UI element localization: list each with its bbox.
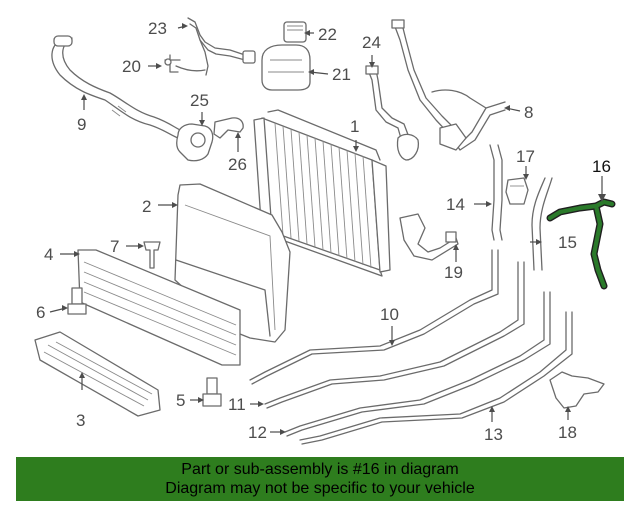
leader-arrows: [62, 23, 606, 435]
info-banner: Part or sub-assembly is #16 in diagram D…: [16, 457, 624, 501]
part-5-bolt[interactable]: [202, 377, 222, 407]
callout-13: 13: [484, 425, 503, 444]
callout-18: 18: [558, 423, 577, 442]
banner-line-2: Diagram may not be specific to your vehi…: [165, 480, 475, 497]
part-11-tube[interactable]: [264, 261, 525, 409]
callout-26: 26: [228, 155, 247, 174]
part-16-highlighted-hose[interactable]: [546, 198, 616, 290]
callout-9: 9: [77, 115, 86, 134]
part-21-expansion-tank[interactable]: [261, 44, 311, 91]
part-6-bolt[interactable]: [67, 287, 87, 315]
part-9-upper-hose[interactable]: [51, 35, 181, 139]
part-12-tube[interactable]: [284, 291, 551, 437]
callout-1: 1: [350, 117, 359, 136]
callout-10: 10: [380, 305, 399, 324]
part-25-housing[interactable]: [176, 123, 214, 162]
callout-5: 5: [176, 391, 185, 410]
callout-14: 14: [446, 195, 465, 214]
part-15-hose[interactable]: [531, 177, 553, 271]
parts-diagram: 23 22 20 21 24 8 9 25 1 26 2 17 14 15 16…: [34, 17, 616, 445]
callout-24: 24: [362, 33, 381, 52]
part-22-reservoir-cap[interactable]: [283, 21, 307, 43]
part-20-fitting[interactable]: [164, 54, 206, 73]
part-23-bleed-line[interactable]: [187, 17, 256, 76]
callout-19: 19: [444, 263, 463, 282]
banner-line-1: Part or sub-assembly is #16 in diagram: [181, 461, 459, 478]
part-17-valve[interactable]: [505, 177, 529, 205]
callout-23: 23: [148, 19, 167, 38]
callout-8: 8: [524, 103, 533, 122]
callout-11: 11: [228, 395, 246, 414]
callout-17: 17: [516, 147, 535, 166]
callout-15: 15: [558, 233, 577, 252]
part-16-highlight-fill: [547, 199, 615, 221]
callout-6: 6: [36, 303, 45, 322]
part-26-elbow[interactable]: [213, 117, 244, 139]
callout-16: 16: [592, 157, 611, 176]
callout-21: 21: [332, 65, 351, 84]
part-8-radiator-hose[interactable]: [391, 19, 506, 151]
part-7-clip[interactable]: [143, 241, 161, 269]
callout-4: 4: [44, 245, 53, 264]
callout-22: 22: [318, 25, 337, 44]
part-13-tube[interactable]: [299, 311, 573, 445]
part-16-highlight-fill-lower: [591, 203, 607, 289]
part-4-air-shutter[interactable]: [77, 249, 241, 366]
part-1-radiator[interactable]: [253, 109, 391, 277]
part-10-long-tube[interactable]: [249, 249, 499, 385]
part-18-bracket[interactable]: [549, 371, 605, 409]
callout-labels: 23 22 20 21 24 8 9 25 1 26 2 17 14 15 16…: [36, 19, 611, 444]
callout-2: 2: [142, 197, 151, 216]
callout-25: 25: [190, 91, 209, 110]
part-14-pipe[interactable]: [489, 144, 503, 241]
part-19-fitting[interactable]: [399, 213, 459, 261]
callout-20: 20: [122, 57, 141, 76]
callout-3: 3: [76, 411, 85, 430]
callout-7: 7: [110, 237, 119, 256]
part-24-outlet-pipe[interactable]: [365, 65, 420, 161]
callout-12: 12: [248, 423, 267, 442]
part-3-lower-grille[interactable]: [34, 331, 161, 417]
